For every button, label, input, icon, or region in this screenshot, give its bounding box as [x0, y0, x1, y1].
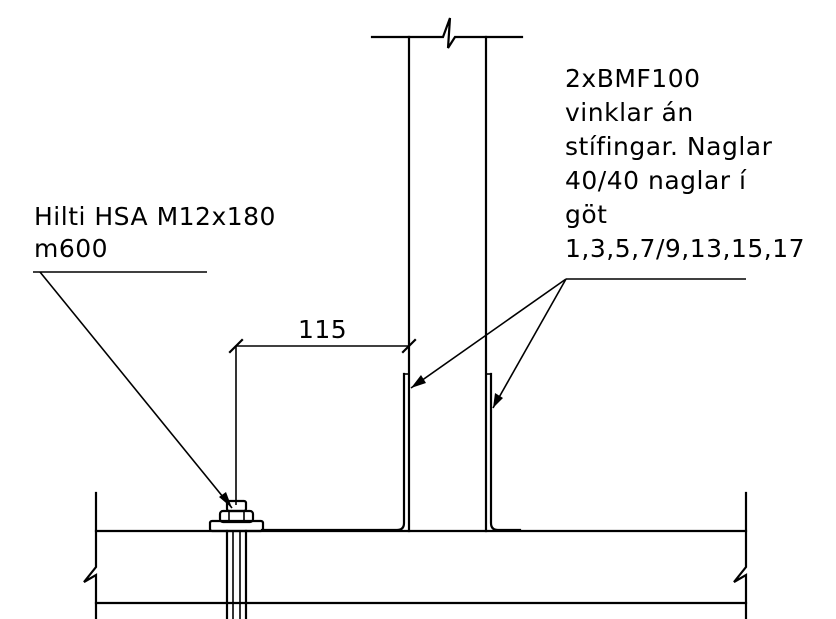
- post-break-line: [370, 17, 524, 49]
- bracket-leader-arrow-left: [411, 375, 426, 388]
- angle-bracket-right: [486, 372, 522, 532]
- bracket-annotation-line: vinklar án: [565, 98, 694, 127]
- beam-break-right: [733, 491, 748, 619]
- bracket-annotation: 2xBMF100 vinklar án stífingar. Naglar 40…: [565, 64, 805, 263]
- bracket-annotation-line: stífingar. Naglar: [565, 132, 773, 161]
- bolt-annotation-line: Hilti HSA M12x180: [34, 202, 276, 231]
- bolt-annotation: Hilti HSA M12x180 m600: [34, 202, 284, 263]
- bracket-leader: [410, 278, 746, 409]
- timber-beam: [83, 491, 748, 619]
- dimension-115: 115: [228, 315, 417, 505]
- dimension-value: 115: [298, 315, 347, 344]
- angle-bracket-left: [260, 372, 409, 532]
- bracket-leader-arrow-right: [493, 393, 503, 408]
- bracket-annotation-line: 2xBMF100: [565, 64, 701, 93]
- timber-post: [370, 17, 524, 533]
- anchor-bolt: [208, 499, 265, 619]
- bracket-annotation-line: 40/40 naglar í: [565, 166, 747, 195]
- bracket-annotation-line: 1,3,5,7/9,13,15,17: [565, 234, 805, 263]
- bolt-leader-arrow: [219, 492, 232, 508]
- bracket-annotation-line: göt: [565, 200, 607, 229]
- beam-break-left: [83, 491, 98, 619]
- bolt-annotation-line: m600: [34, 234, 108, 263]
- bolt-leader: [33, 271, 233, 509]
